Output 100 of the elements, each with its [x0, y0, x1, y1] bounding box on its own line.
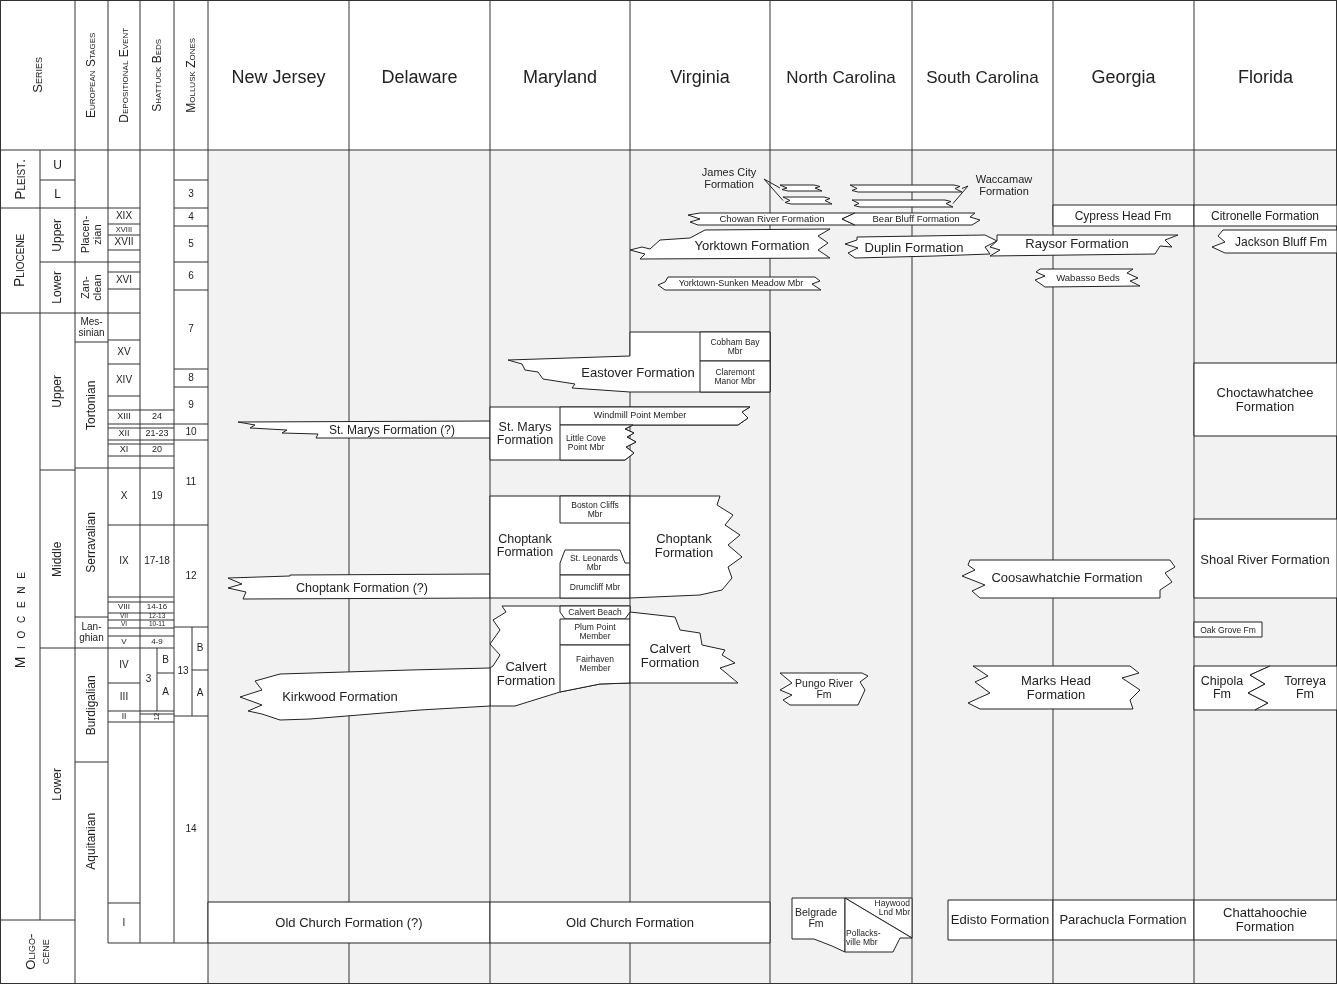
bed-number: 4-9 — [151, 637, 163, 647]
event-number: III — [119, 691, 129, 703]
bed-number: 19 — [151, 491, 163, 502]
formation-shape — [560, 575, 630, 598]
formation-name: Fairhaven Member — [575, 655, 615, 673]
bed-number: 14-16 — [146, 603, 168, 612]
formation-name: Little Cove Point Mbr — [564, 434, 608, 452]
subseries-name: Middle — [51, 541, 64, 577]
stage-name: Serravalian — [85, 512, 98, 573]
formation-shape — [208, 902, 490, 943]
formation-name: Old Church Formation (?) — [274, 916, 424, 930]
zone-number: 7 — [188, 324, 194, 335]
formation-name: Marks Head Formation — [1019, 674, 1093, 702]
state-name: Florida — [1238, 68, 1293, 87]
formation-shape — [490, 606, 630, 706]
state-name: Virginia — [670, 68, 730, 87]
formation-name: Claremont Manor Mbr — [713, 368, 757, 386]
event-number: XIII — [117, 412, 131, 422]
formation-name: Kirkwood Formation — [281, 690, 399, 704]
subseries-name: Upper — [51, 375, 64, 408]
event-number: XV — [117, 346, 131, 358]
formation-shape — [238, 421, 490, 438]
formation-name: Yorktown Formation — [693, 239, 811, 253]
formation-name: Pollacks- ville Mbr — [846, 929, 882, 947]
event-number: V — [121, 637, 127, 647]
zone-number: 9 — [188, 400, 194, 411]
formation-shape — [845, 235, 997, 258]
formation-name: Choptank Formation (?) — [295, 582, 429, 596]
zone-number: B — [196, 643, 204, 654]
formation-name: James City Formation — [694, 164, 764, 194]
formation-shape — [630, 229, 830, 259]
bar-shape — [783, 197, 832, 204]
formation-shape — [658, 277, 821, 290]
formation-name: Calvert Beach — [567, 607, 623, 617]
formation-shape — [490, 902, 770, 943]
formation-shape — [560, 619, 630, 645]
formation-shape — [1212, 230, 1337, 253]
formation-name: Shoal River Formation — [1200, 553, 1330, 567]
zone-number: 11 — [185, 477, 197, 488]
formation-name: Calvert Formation — [639, 642, 701, 670]
formation-name: Wabasso Beds — [1055, 273, 1121, 283]
formation-name: Bear Bluff Formation — [871, 214, 961, 224]
formation-shape — [560, 407, 750, 425]
event-number: XIV — [115, 374, 133, 386]
leader-line — [961, 185, 969, 189]
event-number: I — [122, 917, 126, 929]
state-name: North Carolina — [786, 68, 896, 87]
formation-shape — [1194, 363, 1337, 436]
bar-shape — [780, 185, 822, 191]
bar-shape — [850, 185, 962, 192]
formation-name: Old Church Formation — [565, 916, 695, 930]
formation-name: St. Marys Formation — [495, 420, 555, 448]
formation-shape — [560, 496, 630, 523]
formation-name: Eastover Formation — [580, 366, 696, 380]
epoch-name: Oligo- cene — [23, 933, 52, 972]
event-number: IX — [119, 555, 129, 567]
bed-number: B — [162, 655, 169, 666]
zone-number: 6 — [188, 270, 194, 282]
event-number: II — [121, 712, 127, 721]
bed-number: 21-23 — [145, 429, 169, 439]
formation-name: Cobham Bay Mbr — [709, 338, 761, 356]
column-header: Depositional Event — [117, 27, 131, 123]
event-number: XIX — [115, 210, 133, 222]
formation-shape — [1035, 269, 1140, 287]
formation-name: Torreya Fm — [1283, 674, 1327, 702]
subseries-name: U — [53, 158, 62, 172]
formation-shape — [1053, 900, 1194, 940]
formation-shape — [490, 407, 750, 460]
event-number: IV — [119, 660, 129, 671]
zone-number: 10 — [185, 426, 197, 438]
formation-shape — [1053, 205, 1194, 226]
formation-name: Raysor Formation — [1024, 237, 1130, 251]
formation-name: St. Marys Formation (?) — [328, 423, 456, 437]
formation-name: Pungo River Fm — [794, 678, 854, 700]
formation-name: Duplin Formation — [863, 241, 965, 255]
column-header: Shattuck Beds — [150, 38, 164, 112]
formation-shape — [630, 496, 742, 598]
formation-name: Chattahoochie Formation — [1222, 906, 1308, 934]
formation-shape — [948, 900, 1053, 940]
formation-name: Choptank Formation — [653, 532, 715, 560]
formation-name: Cypress Head Fm — [1073, 209, 1173, 223]
formation-shape — [228, 574, 490, 599]
stage-name: Mes- sinian — [77, 317, 106, 338]
formation-shape — [842, 213, 980, 225]
subseries-name: L — [54, 187, 61, 201]
formation-name: Oak Grove Fm — [1199, 625, 1257, 635]
formation-shape — [792, 898, 845, 952]
stage-name: Lan- ghian — [78, 622, 105, 643]
formation-shape — [1194, 519, 1337, 598]
formation-shape — [490, 496, 630, 598]
leader-line — [952, 185, 969, 204]
event-number: X — [120, 491, 128, 502]
stage-name: Aquitanian — [85, 812, 98, 870]
bed-number: 17-18 — [144, 555, 170, 567]
formation-name: St. Leonards Mbr — [568, 554, 620, 572]
formation-name: Edisto Formation — [950, 913, 1050, 927]
column-header: Mollusk Zones — [184, 37, 198, 113]
zone-number: 14 — [185, 824, 197, 835]
subseries-name: Upper — [51, 218, 64, 252]
stage-name: Burdigalian — [85, 675, 98, 735]
